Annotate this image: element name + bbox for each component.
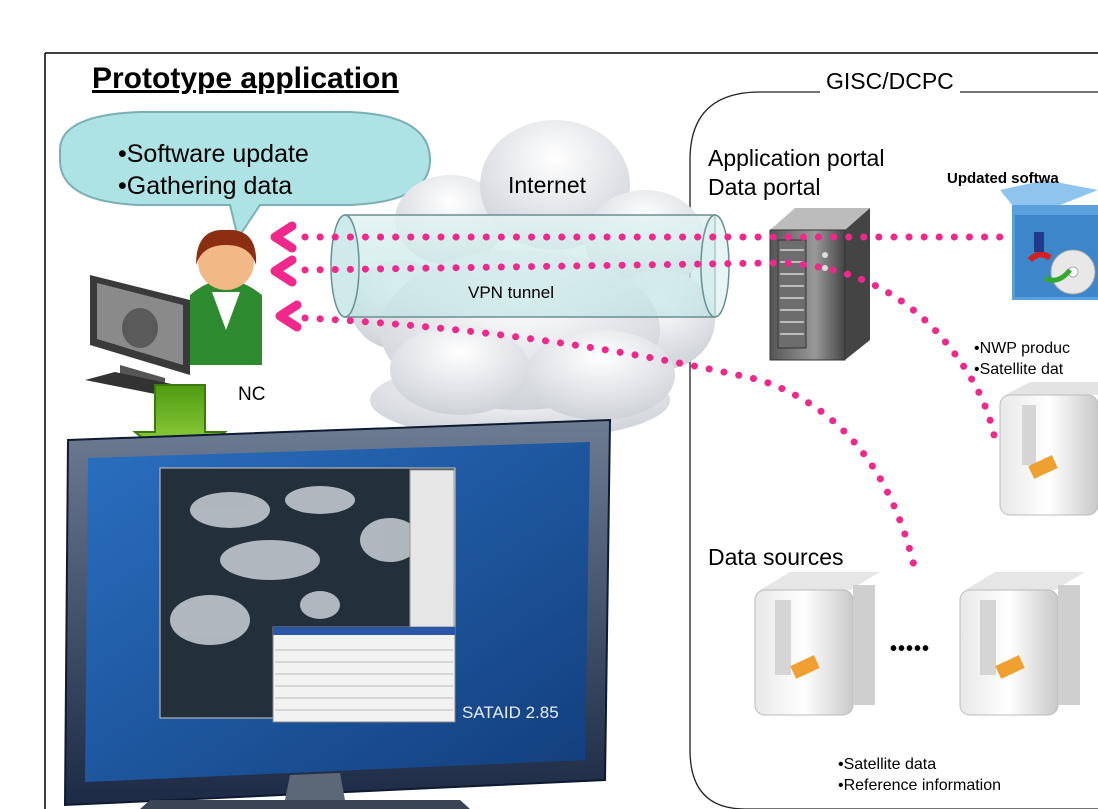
updated-software-label: Updated softwa [947,170,1059,187]
portal-label-application: Application portal [708,145,885,171]
nc-label: NC [238,384,266,405]
nwp-server-label-line1: •NWP produc [974,340,1071,357]
data-sources-caption-line2: •Reference information [838,777,1002,794]
speech-bubble [59,111,432,241]
data-flow-dotted-lines [301,233,1014,574]
data-sources-caption-line1: •Satellite data [838,756,937,773]
software-package-icon [1000,180,1098,300]
bubble-item-software-update: •Software update [118,140,309,168]
portal-label-data: Data portal [708,174,821,200]
gisc-dcpc-label: GISC/DCPC [820,68,960,95]
servers-ellipsis: ••••• [890,638,931,660]
data-source-server-1-icon [754,572,880,716]
incoming-arrow-chevrons [270,221,302,332]
nwp-server-icon [999,382,1098,516]
vpn-tunnel-label: VPN tunnel [468,283,554,302]
nwp-server-label-line2: •Satellite dat [974,361,1064,378]
bubble-item-gathering-data: •Gathering data [118,172,293,200]
diagram-title: Prototype application [92,62,399,95]
internet-label: Internet [508,172,586,198]
workstation-monitor-icon [85,275,200,398]
satellite-viewer-monitor [63,418,612,809]
data-sources-label: Data sources [708,544,844,570]
data-source-server-2-icon [959,572,1085,716]
user-avatar-icon [190,229,262,365]
gisc-region-border [689,91,1098,809]
portal-server-icon [769,208,870,361]
monitor-caption: SATAID 2.85 [462,703,559,722]
